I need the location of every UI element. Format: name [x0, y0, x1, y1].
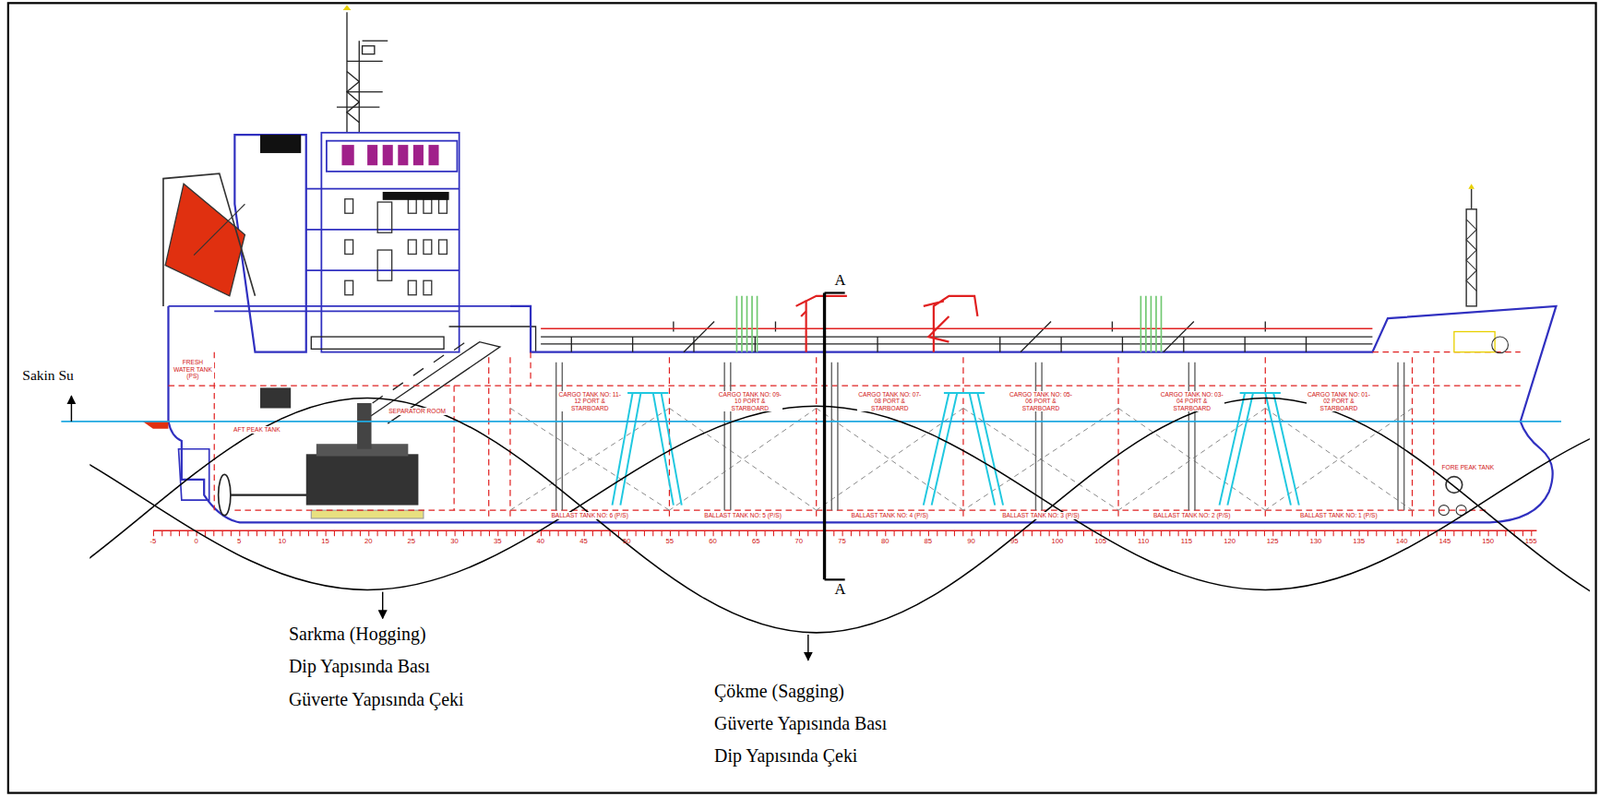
- tank-label: CARGO TANK NO: 11-12 PORT & STARBOARD: [557, 391, 623, 413]
- tank-label: FORE PEAK TANK: [1441, 464, 1496, 472]
- frame-ruler: [153, 530, 1538, 534]
- tank-boundaries: [167, 352, 1520, 522]
- wave-profiles: [89, 397, 1590, 633]
- frame-number: 10: [278, 537, 287, 547]
- frame-number: 5: [237, 537, 241, 547]
- frame-number: 75: [837, 537, 847, 547]
- frame-number: 110: [1137, 537, 1149, 547]
- aft-mast: [336, 11, 388, 133]
- frame-number: 115: [1181, 537, 1193, 547]
- frame-number: 55: [666, 537, 675, 547]
- frame-number: 90: [967, 537, 976, 547]
- deck-piping: [540, 321, 1373, 352]
- hogging-title: Sarkma (Hogging): [288, 623, 427, 645]
- tank-label: AFT PEAK TANK: [232, 426, 282, 434]
- columns: [556, 362, 1405, 511]
- bridge-windows: [341, 144, 439, 166]
- rudder-propeller: [179, 449, 327, 516]
- frame-number: 60: [708, 537, 717, 547]
- room-label: SEPARATOR ROOM: [387, 407, 447, 416]
- frame-number: 15: [321, 537, 330, 547]
- sagging-title: Çökme (Sagging): [714, 680, 845, 703]
- funnel: [234, 134, 306, 353]
- tank-label: BALLAST TANK NO: 3 (P/S): [1001, 512, 1081, 520]
- frame-number: 140: [1396, 537, 1409, 547]
- frame-number: 130: [1310, 537, 1323, 547]
- gangway: [310, 326, 536, 424]
- tank-label: CARGO TANK NO: 05-06 PORT & STARBOARD: [1008, 391, 1075, 413]
- tank-label: FRESH WATER TANK (PS): [171, 358, 215, 381]
- frame-number: 0: [193, 537, 198, 547]
- tank-label: CARGO TANK NO: 09-10 PORT & STARBOARD: [717, 391, 784, 413]
- tank-label: CARGO TANK NO: 01-02 PORT & STARBOARD: [1306, 391, 1373, 413]
- frame-number: 20: [364, 537, 373, 547]
- fore-mast: [1438, 183, 1508, 516]
- frame-number: 45: [579, 537, 588, 547]
- tank-label: BALLAST TANK NO: 5 (P/S): [703, 512, 783, 520]
- tank-label: CARGO TANK NO: 07-08 PORT & STARBOARD: [857, 391, 923, 413]
- tank-label: BALLAST TANK NO: 1 (P/S): [1299, 512, 1379, 520]
- vent-pipes: [736, 296, 1161, 353]
- tank-label: BALLAST TANK NO: 6 (P/S): [549, 512, 630, 520]
- waterline-label: Sakin Su: [22, 367, 74, 384]
- tank-label: BALLAST TANK NO: 4 (P/S): [850, 512, 931, 520]
- section-mark: [824, 293, 846, 581]
- section-letter: A: [835, 271, 847, 289]
- frame-number: 35: [493, 537, 502, 547]
- frame-number: 70: [795, 537, 804, 547]
- frame-number: 155: [1525, 537, 1538, 547]
- sagging-note: Güverte Yapısında Bası: [714, 713, 887, 735]
- still-waterline: [60, 420, 1562, 423]
- frame-number: 125: [1266, 537, 1279, 547]
- frame-number: 30: [450, 537, 459, 547]
- frame-number: 105: [1094, 537, 1107, 547]
- frame-number: 50: [622, 537, 632, 547]
- frame-number: 25: [407, 537, 417, 547]
- hull-outline: [167, 306, 1556, 524]
- frame-number: -5: [150, 537, 157, 547]
- tank-label: CARGO TANK NO: 03-04 PORT & STARBOARD: [1158, 391, 1225, 413]
- hogging-note: Dip Yapısında Bası: [288, 656, 430, 678]
- sagging-note: Dip Yapısında Çeki: [714, 745, 858, 767]
- frame-number: 65: [752, 537, 761, 547]
- frame-number: 40: [537, 537, 546, 547]
- hogging-note: Güverte Yapısında Çeki: [288, 689, 465, 711]
- frame-number: 135: [1352, 537, 1365, 547]
- lifeboat: [163, 173, 256, 307]
- frame-number: 120: [1223, 537, 1236, 547]
- frame-number: 80: [881, 537, 890, 547]
- frame-number: 95: [1010, 537, 1019, 547]
- cross-bracing: [510, 408, 1413, 512]
- accommodation: [214, 132, 459, 353]
- frame-number: 100: [1051, 537, 1064, 547]
- tank-label: BALLAST TANK NO: 2 (P/S): [1152, 512, 1232, 520]
- frame-number: 85: [924, 537, 933, 547]
- frame-number: 145: [1439, 537, 1452, 547]
- portholes: [345, 199, 448, 296]
- frame-border: [8, 2, 1597, 793]
- section-letter: A: [835, 580, 847, 598]
- frame-number: 150: [1481, 537, 1494, 547]
